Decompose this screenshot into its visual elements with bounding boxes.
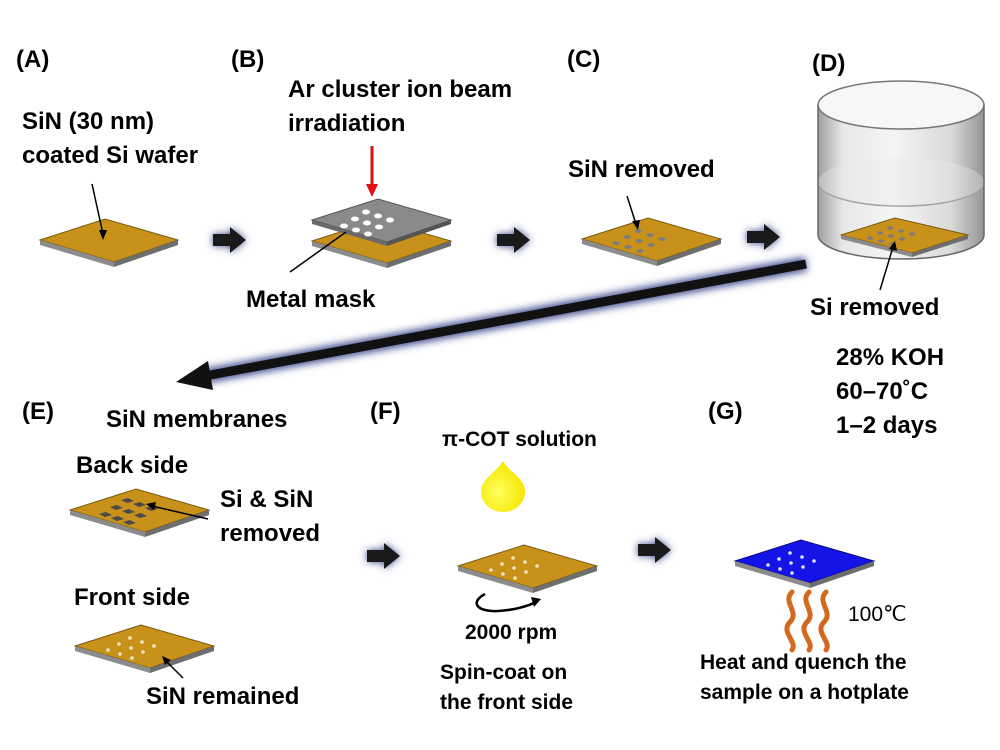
wafer-g	[733, 539, 876, 588]
heat-waves-icon	[784, 589, 830, 653]
temperature-label: 100℃	[848, 603, 907, 626]
label-g: (G)	[708, 398, 743, 425]
flow-arrow-c-d	[747, 224, 780, 250]
pointer-c	[626, 195, 637, 225]
label-f: (F)	[370, 398, 401, 425]
sin-remained-label: SiN remained	[146, 683, 300, 710]
pointer-d	[879, 246, 894, 291]
label-b: (B)	[231, 46, 265, 73]
flow-arrow-a-b	[213, 227, 246, 253]
metal-mask	[310, 198, 453, 246]
pointer-a-head	[99, 230, 107, 240]
caption-g-line2: sample on a hotplate	[700, 681, 909, 704]
koh-condition-3: 1–2 days	[836, 412, 938, 439]
wafer-a	[38, 218, 180, 267]
pointer-a	[91, 183, 104, 235]
caption-b-line2: irradiation	[288, 110, 406, 137]
caption-a-line2: coated Si wafer	[22, 142, 199, 169]
koh-beaker	[817, 80, 985, 260]
label-a: (A)	[16, 46, 50, 73]
si-removed-label: Si removed	[810, 294, 940, 321]
flow-arrow-e-f	[367, 543, 400, 569]
solution-label: π-COT solution	[442, 428, 597, 451]
spin-speed-label: 2000 rpm	[465, 621, 558, 644]
wafer-d	[839, 217, 970, 257]
si-sin-removed-line1: Si & SiN	[220, 486, 314, 513]
wafer-e-front	[73, 624, 216, 673]
rotation-arrow-icon	[475, 592, 537, 613]
label-c: (C)	[567, 46, 601, 73]
pointer-mask	[289, 231, 347, 273]
flow-arrow-f-g	[638, 537, 671, 563]
flow-arrow-b-c	[497, 227, 530, 253]
wafer-f	[456, 544, 599, 593]
si-sin-removed-line2: removed	[220, 520, 321, 547]
flow-arrow-d-e	[176, 257, 808, 390]
caption-e-title: SiN membranes	[106, 406, 288, 433]
ion-beam-arrow-head	[366, 184, 378, 197]
pointer-c-head	[632, 220, 640, 230]
caption-f-line1: Spin-coat on	[440, 661, 568, 684]
front-side-label: Front side	[74, 584, 191, 611]
droplet-icon	[481, 461, 525, 512]
caption-b-line1: Ar cluster ion beam	[288, 76, 513, 103]
pointer-e-front-head	[162, 656, 171, 665]
pointer-e-back	[151, 505, 209, 520]
pointer-e-back-head	[146, 502, 156, 510]
rotation-arrow-head	[531, 597, 541, 607]
koh-condition-2: 60–70˚C	[836, 378, 929, 405]
wafer-c	[580, 217, 723, 266]
pointer-d-head	[889, 241, 897, 251]
koh-condition-1: 28% KOH	[836, 344, 945, 371]
back-side-label: Back side	[76, 452, 189, 479]
caption-f-line2: the front side	[440, 691, 574, 714]
pointer-e-front	[165, 660, 184, 679]
wafer-e-back	[68, 488, 211, 537]
metal-mask-label: Metal mask	[246, 286, 376, 313]
label-e: (E)	[22, 398, 54, 425]
caption-a-line1: SiN (30 nm)	[22, 108, 155, 135]
caption-g-line1: Heat and quench the	[700, 651, 907, 674]
label-d: (D)	[812, 50, 846, 77]
caption-c: SiN removed	[568, 156, 715, 183]
